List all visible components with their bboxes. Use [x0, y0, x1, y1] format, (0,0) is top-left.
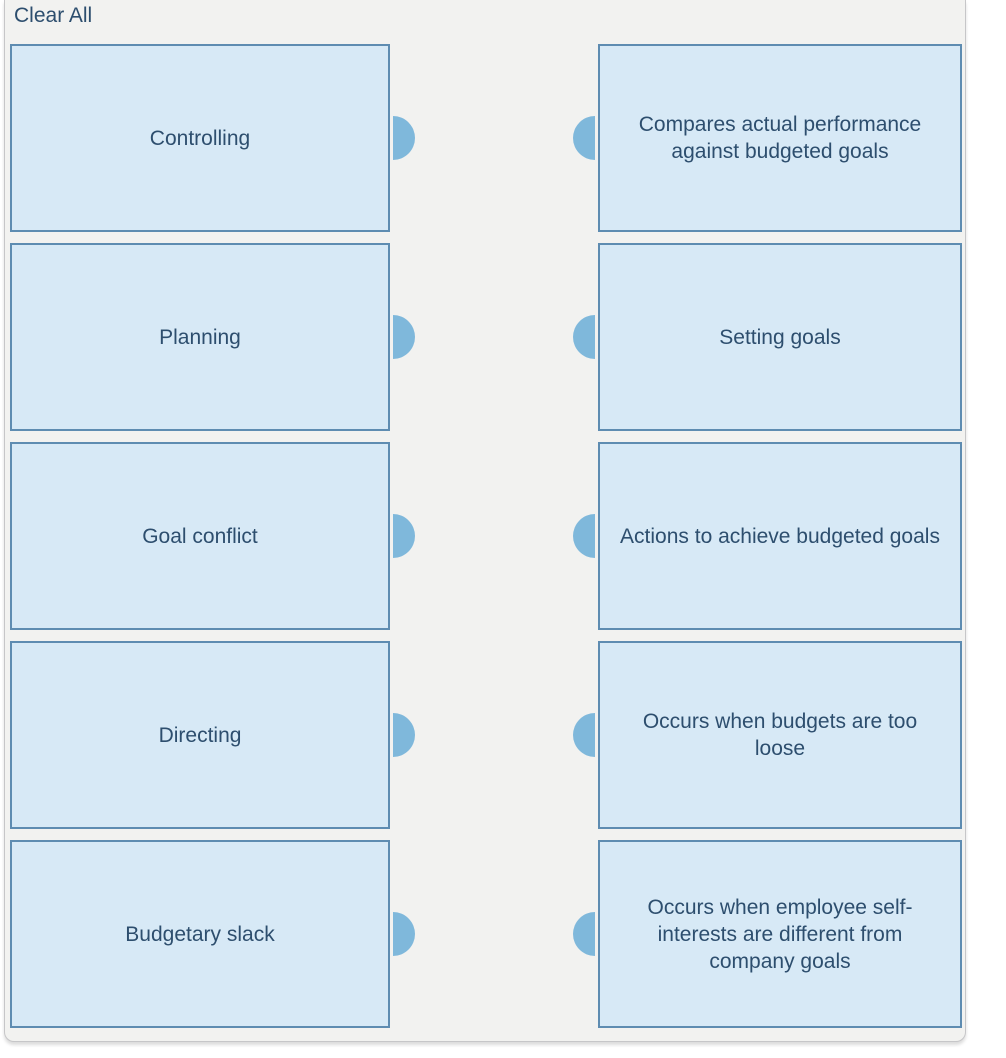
- term-label: Goal conflict: [142, 524, 258, 548]
- term-box[interactable]: Planning: [10, 243, 415, 431]
- term-label: Controlling: [149, 126, 251, 150]
- match-row: Goal conflict Actions to achieve budgete…: [5, 442, 965, 630]
- definition-label: Occurs when budgets are too loose: [642, 710, 918, 760]
- connector-dot-icon[interactable]: [573, 713, 595, 757]
- term-label: Directing: [158, 723, 242, 747]
- connector-dot-icon[interactable]: [393, 912, 415, 956]
- term-label: Budgetary slack: [125, 922, 275, 946]
- connector-dot-icon[interactable]: [393, 514, 415, 558]
- definition-label: Setting goals: [719, 325, 841, 349]
- term-box[interactable]: Budgetary slack: [10, 840, 415, 1028]
- match-row: Controlling Compares actual performance …: [5, 44, 965, 232]
- definition-label: Actions to achieve budgeted goals: [620, 524, 940, 548]
- definition-label: Compares actual performance against budg…: [638, 113, 922, 163]
- connector-dot-icon[interactable]: [573, 912, 595, 956]
- term-label: Planning: [159, 325, 241, 349]
- match-row: Planning Setting goals: [5, 243, 965, 431]
- connector-dot-icon[interactable]: [573, 116, 595, 160]
- clear-all-button[interactable]: Clear All: [14, 4, 93, 27]
- definition-box[interactable]: Setting goals: [573, 243, 962, 431]
- connector-dot-icon[interactable]: [573, 514, 595, 558]
- connector-dot-icon[interactable]: [393, 713, 415, 757]
- definition-box[interactable]: Compares actual performance against budg…: [573, 44, 962, 232]
- definition-box[interactable]: Occurs when employee self-interests are …: [573, 840, 962, 1028]
- connector-dot-icon[interactable]: [573, 315, 595, 359]
- connector-dot-icon[interactable]: [393, 315, 415, 359]
- match-row: Directing Occurs when budgets are too lo…: [5, 641, 965, 829]
- matching-exercise-panel: Clear All Controlling Compares actual pe…: [4, 0, 966, 1042]
- definition-box[interactable]: Occurs when budgets are too loose: [573, 641, 962, 829]
- definition-label: Occurs when employee self-interests are …: [647, 895, 913, 973]
- term-box[interactable]: Controlling: [10, 44, 415, 232]
- match-row: Budgetary slack Occurs when employee sel…: [5, 840, 965, 1028]
- connector-dot-icon[interactable]: [393, 116, 415, 160]
- definition-box[interactable]: Actions to achieve budgeted goals: [573, 442, 962, 630]
- term-box[interactable]: Directing: [10, 641, 415, 829]
- term-box[interactable]: Goal conflict: [10, 442, 415, 630]
